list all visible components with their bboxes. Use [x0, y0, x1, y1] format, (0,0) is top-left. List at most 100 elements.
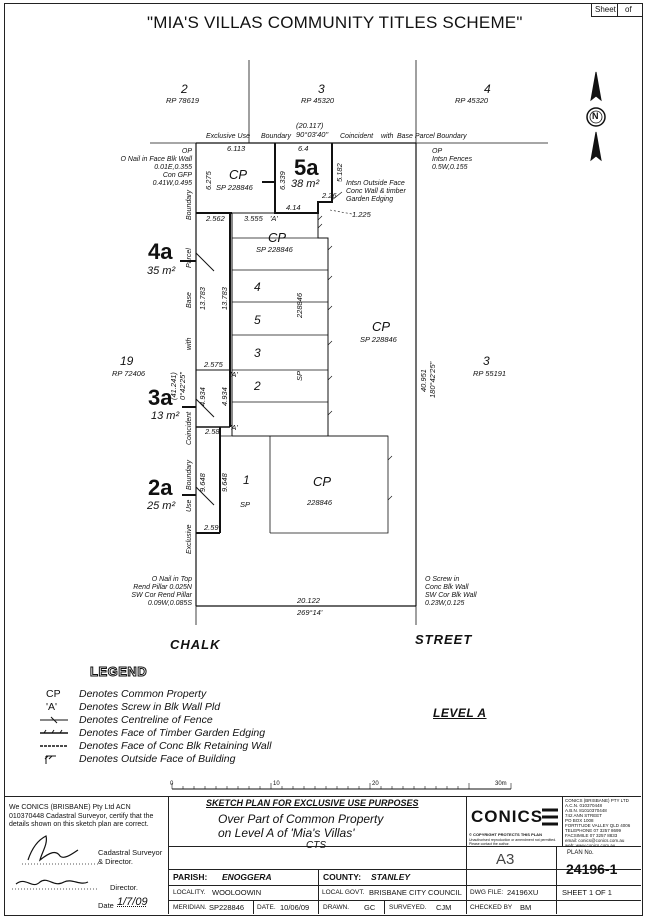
desc-line-3: CTS	[306, 840, 326, 851]
corner-note-bottom-left: O Nail in Top Rend Pillar 0.025N SW Cor …	[131, 576, 192, 607]
cp-label-4: CP	[313, 474, 332, 489]
conics-logo: CONICS	[471, 807, 544, 826]
eu-3a-id: 3a	[148, 385, 173, 410]
eu-5a-area: 38 m²	[291, 178, 320, 190]
title-block-vrule-7	[253, 900, 254, 914]
dim-13783a: 13.783	[198, 287, 207, 310]
plan-no: 24196-1	[566, 861, 618, 877]
cp-label-3: CP	[372, 319, 391, 334]
of-label: of	[625, 5, 632, 14]
title-block-hrule-4	[168, 900, 641, 901]
dim-226: 2.26	[322, 191, 337, 200]
dim-228846v: 228846	[295, 292, 304, 318]
legend-text-screw: Denotes Screw in Blk Wall Pld	[79, 701, 221, 713]
lga-value: BRISBANE CITY COUNCIL	[369, 888, 462, 897]
top-base-parcel: Base Parcel Boundary	[397, 133, 467, 140]
eu-4a-area: 35 m²	[147, 265, 176, 277]
dim-3555: 3.555	[244, 214, 263, 223]
title-block-hrule-1	[168, 846, 641, 847]
eu-2a-id: 2a	[148, 475, 173, 500]
lot-4: 4	[254, 280, 261, 294]
left-word-base: Base	[186, 292, 193, 308]
sketch-heading: SKETCH PLAN FOR EXCLUSIVE USE PURPOSES	[206, 798, 419, 808]
dwg-label: DWG FILE:	[470, 889, 504, 896]
copyright-note: Unauthorised reproduction or amendment n…	[469, 838, 557, 846]
sheet-of-divider	[617, 3, 618, 16]
sheet-count: SHEET 1 OF 1	[562, 888, 612, 897]
top-with: with	[381, 133, 394, 140]
certify-text: We CONICS (BRISBANE) Pty Ltd ACN 0103704…	[9, 804, 154, 828]
dim-2562: 2.562	[206, 214, 225, 223]
lot-1: 1	[243, 473, 250, 487]
director-role: & Director.	[98, 857, 134, 866]
neighbour-3-right-rp: RP 55191	[473, 369, 507, 378]
parish-label: PARISH:	[173, 872, 208, 882]
eu-3a-area: 13 m²	[151, 410, 180, 422]
company-address: CONICS (BRISBANE) PTY LTD A.C.N. 0103704…	[565, 798, 631, 848]
left-word-with: with	[186, 337, 193, 350]
top-boundary-word: Boundary	[261, 133, 291, 140]
surveyor-signature	[22, 835, 98, 865]
date-value: 1/7/09	[117, 896, 148, 908]
dim-13783b: 13.783	[220, 287, 229, 310]
top-bearing: 90°03'40"	[296, 130, 329, 139]
dim-64: 6.4	[298, 144, 309, 153]
dim-5182: 5.182	[335, 163, 344, 182]
neighbour-3-num: 3	[318, 82, 325, 96]
top-dist: (20.117)	[296, 121, 324, 130]
sheet-of-box: Sheet of	[591, 3, 642, 17]
title-block-top-rule	[4, 796, 641, 797]
drawn-label: DRAWN.	[323, 904, 350, 911]
lot-2: 2	[254, 379, 261, 393]
dim-258: 2.58	[205, 427, 220, 436]
legend-sym-screw: 'A'	[46, 701, 58, 713]
meridian-value: SP228846	[209, 903, 245, 912]
dim-259: 2.59	[204, 523, 219, 532]
left-word-exclusive: Exclusive	[186, 524, 193, 554]
title-block-hrule-2	[168, 869, 641, 870]
scale-30m: 30m	[495, 781, 507, 787]
screw-a-3: 'A'	[230, 423, 238, 432]
sp-label-4: 228846	[307, 498, 333, 507]
dim-6275: 6.275	[204, 171, 213, 190]
bearing-left: 0°42'25"	[178, 372, 187, 400]
director-signature	[12, 879, 98, 890]
intsn-note: Intsn Outside Face Conc Wall & timber Ga…	[346, 180, 406, 203]
dim-2575: 2.575	[204, 360, 223, 369]
neighbour-3-rp: RP 45320	[301, 96, 335, 105]
conics-logo-mark	[542, 808, 558, 826]
scale-10: 10	[273, 781, 280, 787]
dim-6339: 6.339	[278, 171, 287, 190]
title-block-vrule-5	[318, 869, 319, 914]
plan-no-label: PLAN No.	[567, 850, 594, 856]
neighbour-19-num: 19	[120, 354, 134, 368]
locality-value: WOOLOOWIN	[212, 888, 262, 897]
corner-note-top-left: OP O Nail in Face Blk Wall 0.01E,0.355 C…	[120, 148, 192, 187]
surveyor-role: Cadastral Surveyor	[98, 848, 163, 857]
title-block-hrule-3	[168, 885, 641, 886]
sp-label-3: SP 228846	[360, 335, 397, 344]
neighbour-3-right-num: 3	[483, 354, 490, 368]
eu-2a-area: 25 m²	[147, 500, 176, 512]
date-label: Date	[98, 901, 114, 910]
neighbour-4-rp: RP 45320	[455, 96, 489, 105]
corner-note-bottom-right: O Screw in Conc Blk Wall SW Cor Blk Wall…	[425, 576, 477, 607]
desc-line-1: Over Part of Common Property	[218, 812, 384, 826]
director-label: Director.	[110, 883, 138, 892]
dim-9648a: 9.648	[198, 473, 207, 492]
neighbour-2-rp: RP 78619	[166, 96, 200, 105]
legend-sym-cp: CP	[46, 688, 61, 700]
eu-5a-id: 5a	[294, 155, 319, 180]
title-block-vrule-4	[556, 846, 557, 914]
sp-label-lot1: SP	[240, 500, 251, 509]
dim-1225: 1.225	[352, 210, 371, 219]
legend-text-building: Denotes Outside Face of Building	[79, 753, 236, 765]
dim-40951: 40.951	[419, 369, 428, 392]
surveyed-value: CJM	[436, 903, 452, 912]
cp-label-1: CP	[229, 167, 248, 182]
dim-6113: 6.113	[227, 144, 246, 153]
left-word-coincident: Coincident	[186, 411, 193, 445]
bearing-right: 180°42'25"	[428, 361, 437, 398]
date2-label: DATE.	[257, 904, 276, 911]
